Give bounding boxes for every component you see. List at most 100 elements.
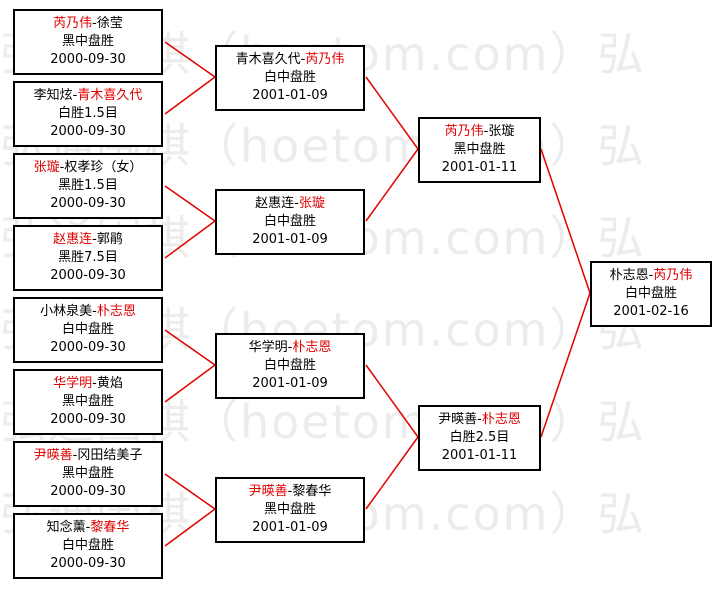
- date: 2000-09-30: [50, 196, 126, 211]
- result: 白中盘胜: [61, 538, 114, 553]
- player-1: 芮乃伟: [444, 124, 484, 139]
- players: 尹暎善-冈田结美子: [33, 448, 143, 463]
- result: 黑胜1.5目: [58, 178, 118, 193]
- connector: [164, 329, 216, 366]
- player-2: 黎春华: [90, 520, 130, 535]
- player-2: 青木喜久代: [77, 88, 143, 103]
- connector: [365, 148, 419, 222]
- result: 黑中盘胜: [453, 142, 506, 157]
- date: 2001-01-11: [441, 160, 518, 175]
- players: 张璇-权孝珍（女）: [33, 160, 143, 175]
- players: 小林泉美-朴志恩: [40, 304, 136, 319]
- player-2: 张璇: [488, 124, 515, 139]
- match-box-r2-4: 尹暎善-黎春华 黑中盘胜 2001-01-09: [215, 477, 365, 543]
- match-box-final: 朴志恩-芮乃伟 白中盘胜 2001-02-16: [590, 261, 712, 327]
- player-1: 李知炫: [33, 88, 73, 103]
- player-2: 张璇: [298, 196, 325, 211]
- date: 2000-09-30: [50, 124, 126, 139]
- date: 2001-01-09: [252, 376, 328, 391]
- player-2: 黄焰: [96, 376, 123, 391]
- player-2: 朴志恩: [96, 304, 136, 319]
- players: 李知炫-青木喜久代: [33, 88, 143, 103]
- player-2: 冈田结美子: [77, 448, 143, 463]
- connector: [164, 473, 216, 510]
- player-2: 黎春华: [292, 484, 332, 499]
- player-1: 赵惠连: [53, 232, 93, 247]
- connector: [164, 364, 216, 403]
- match-box-r1-7: 尹暎善-冈田结美子 黑中盘胜 2000-09-30: [13, 441, 163, 507]
- match-box-r2-1: 青木喜久代-芮乃伟 白中盘胜 2001-01-09: [215, 45, 365, 111]
- match-box-r2-3: 华学明-朴志恩 白中盘胜 2001-01-09: [215, 333, 365, 399]
- players: 赵惠连-郭鹃: [53, 232, 123, 247]
- player-1: 小林泉美: [40, 304, 93, 319]
- player-1: 华学明: [53, 376, 93, 391]
- player-2: 朴志恩: [481, 412, 521, 427]
- date: 2000-09-30: [50, 484, 126, 499]
- connector: [540, 148, 591, 294]
- players: 知念薰-黎春华: [46, 520, 130, 535]
- result: 黑中盘胜: [61, 466, 114, 481]
- players: 朴志恩-芮乃伟: [609, 268, 693, 283]
- date: 2001-01-11: [441, 448, 518, 463]
- result: 白中盘胜: [263, 358, 316, 373]
- date: 2000-09-30: [50, 268, 126, 283]
- player-1: 华学明: [248, 340, 288, 355]
- result: 白中盘胜: [263, 214, 316, 229]
- date: 2000-09-30: [50, 556, 126, 571]
- player-1: 知念薰: [46, 520, 86, 535]
- match-box-r1-2: 李知炫-青木喜久代 白胜1.5目 2000-09-30: [13, 81, 163, 147]
- connector: [540, 292, 591, 438]
- result: 白中盘胜: [624, 286, 677, 301]
- connector: [365, 76, 419, 150]
- match-box-r1-8: 知念薰-黎春华 白中盘胜 2000-09-30: [13, 513, 163, 579]
- match-box-r1-3: 张璇-权孝珍（女） 黑胜1.5目 2000-09-30: [13, 153, 163, 219]
- player-2: 徐莹: [96, 16, 123, 31]
- connector: [365, 364, 419, 438]
- date: 2000-09-30: [50, 340, 126, 355]
- connector: [365, 436, 419, 510]
- players: 尹暎善-黎春华: [248, 484, 332, 499]
- date: 2001-01-09: [252, 88, 328, 103]
- players: 青木喜久代-芮乃伟: [235, 52, 345, 67]
- players: 华学明-黄焰: [53, 376, 123, 391]
- players: 华学明-朴志恩: [248, 340, 332, 355]
- date: 2000-09-30: [50, 52, 126, 67]
- date: 2001-01-09: [252, 232, 328, 247]
- player-1: 尹暎善: [33, 448, 73, 463]
- match-box-r1-5: 小林泉美-朴志恩 白中盘胜 2000-09-30: [13, 297, 163, 363]
- player-1: 张璇: [33, 160, 60, 175]
- player-1: 青木喜久代: [235, 52, 301, 67]
- players: 赵惠连-张璇: [255, 196, 325, 211]
- result: 黑胜7.5目: [58, 250, 118, 265]
- player-2: 芮乃伟: [305, 52, 345, 67]
- match-box-r1-1: 芮乃伟-徐莹 黑中盘胜 2000-09-30: [13, 9, 163, 75]
- player-1: 芮乃伟: [53, 16, 93, 31]
- date: 2001-02-16: [613, 304, 689, 319]
- match-box-r3-1: 芮乃伟-张璇 黑中盘胜 2001-01-11: [418, 117, 541, 183]
- connector: [164, 185, 216, 222]
- date: 2000-09-30: [50, 412, 126, 427]
- players: 芮乃伟-张璇: [444, 124, 515, 139]
- match-box-r2-2: 赵惠连-张璇 白中盘胜 2001-01-09: [215, 189, 365, 255]
- players: 尹暎善-朴志恩: [438, 412, 521, 427]
- connector: [164, 41, 216, 78]
- connector: [164, 508, 216, 547]
- player-1: 尹暎善: [248, 484, 288, 499]
- player-1: 尹暎善: [438, 412, 478, 427]
- player-2: 权孝珍（女）: [64, 160, 143, 175]
- player-1: 赵惠连: [255, 196, 295, 211]
- match-box-r3-2: 尹暎善-朴志恩 白胜2.5目 2001-01-11: [418, 405, 541, 471]
- player-2: 朴志恩: [292, 340, 332, 355]
- player-2: 郭鹃: [96, 232, 123, 247]
- connector: [164, 76, 216, 115]
- player-2: 芮乃伟: [653, 268, 693, 283]
- player-1: 朴志恩: [609, 268, 649, 283]
- date: 2001-01-09: [252, 520, 328, 535]
- players: 芮乃伟-徐莹: [53, 16, 123, 31]
- connector: [164, 220, 216, 259]
- result: 黑中盘胜: [61, 394, 114, 409]
- match-box-r1-6: 华学明-黄焰 黑中盘胜 2000-09-30: [13, 369, 163, 435]
- result: 黑中盘胜: [61, 34, 114, 49]
- result: 白中盘胜: [263, 70, 316, 85]
- result: 白胜1.5目: [58, 106, 118, 121]
